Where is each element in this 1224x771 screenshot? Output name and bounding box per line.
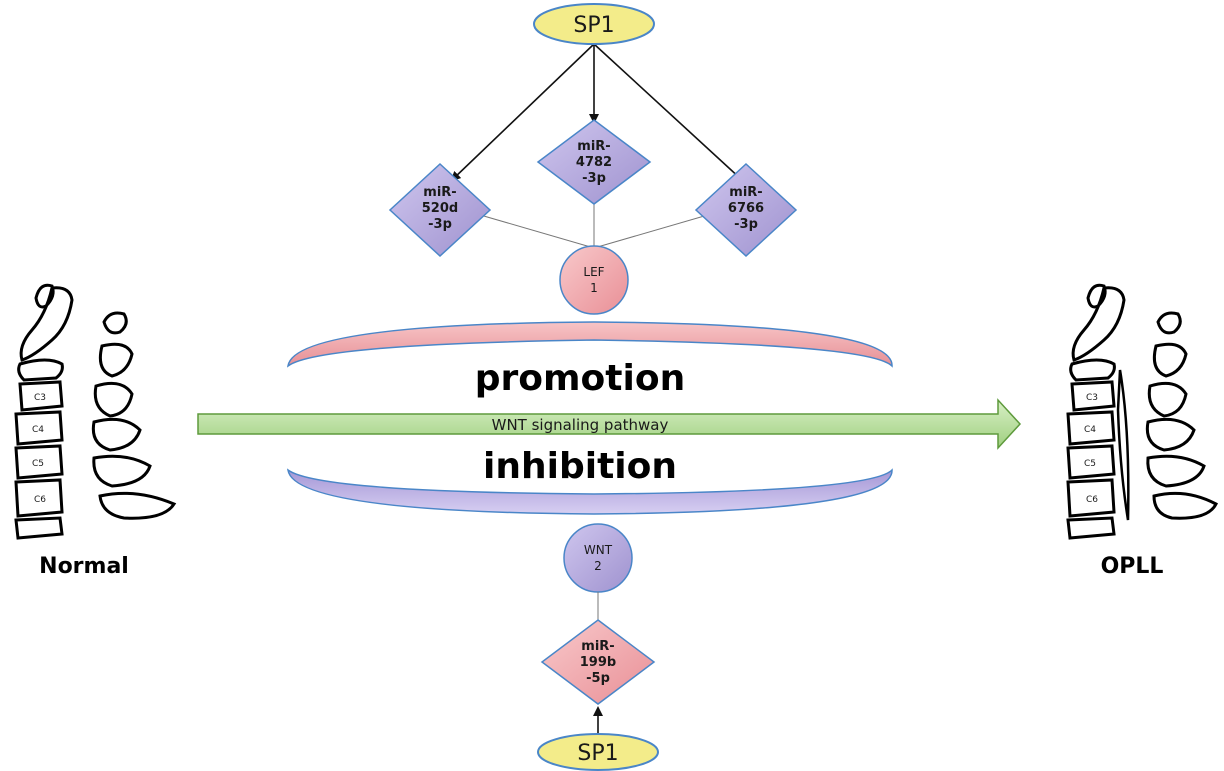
normal-vertebra-c6: C6	[34, 495, 46, 505]
mirna-diamond-199b: miR- 199b -5p	[540, 619, 656, 705]
promotion-arc	[286, 321, 893, 368]
normal-vertebra-c3: C3	[34, 393, 46, 403]
link-mir6766-lef1	[593, 211, 719, 249]
inhibition-label: inhibition	[483, 446, 677, 487]
opll-vertebra-c4: C4	[1084, 425, 1096, 435]
sp1-bottom-node: SP1	[537, 733, 659, 771]
normal-caption: Normal	[39, 554, 129, 579]
link-mir520d-lef1	[469, 211, 595, 249]
mirna-4782-line3: -3p	[582, 171, 606, 186]
opll-vertebra-c6: C6	[1086, 495, 1098, 505]
mirna-520d-line1: miR-	[423, 185, 456, 200]
sp1-bottom-label: SP1	[577, 741, 618, 766]
mirna-520d-line3: -3p	[428, 217, 452, 232]
opll-spine-vertebra-labels: C3 C4 C5 C6	[1084, 393, 1098, 505]
mirna-6766-line3: -3p	[734, 217, 758, 232]
lef1-line1: LEF	[583, 265, 604, 279]
mirna-diamond-6766: miR- 6766 -3p	[694, 162, 798, 258]
mirna-diamond-520d: miR- 520d -3p	[388, 162, 492, 258]
opll-vertebra-c3: C3	[1086, 393, 1098, 403]
wnt2-node: WNT 2	[563, 523, 633, 593]
mirna-6766-line1: miR-	[729, 185, 762, 200]
mirna-6766-line2: 6766	[728, 201, 764, 216]
mirna-199b-line1: miR-	[581, 639, 614, 654]
mirna-diamond-4782: miR- 4782 -3p	[536, 119, 652, 205]
normal-vertebra-c4: C4	[32, 425, 44, 435]
mirna-199b-line3: -5p	[586, 671, 610, 686]
opll-caption: OPLL	[1101, 554, 1164, 579]
lef1-node: LEF 1	[559, 245, 629, 315]
wnt-pathway-label: WNT signaling pathway	[492, 416, 669, 434]
arrow-sp1-to-mir520d	[450, 43, 595, 182]
opll-vertebra-c5: C5	[1084, 459, 1096, 469]
normal-spine-illustration	[14, 283, 177, 540]
sp1-top-node: SP1	[533, 3, 655, 45]
wnt2-line1: WNT	[584, 543, 613, 557]
promotion-label: promotion	[475, 358, 685, 399]
mirna-520d-line2: 520d	[422, 201, 458, 216]
mirna-4782-line2: 4782	[576, 155, 612, 170]
opll-spine-illustration	[1066, 283, 1218, 540]
arrow-sp1-to-mir6766	[593, 43, 744, 182]
mirna-4782-line1: miR-	[577, 139, 610, 154]
normal-spine-vertebra-labels: C3 C4 C5 C6	[32, 393, 46, 505]
inhibition-arc	[286, 468, 893, 515]
sp1-top-label: SP1	[573, 13, 614, 38]
wnt-pathway-arrow: WNT signaling pathway	[197, 398, 1022, 450]
wnt2-line2: 2	[594, 559, 602, 573]
lef1-line2: 1	[590, 281, 598, 295]
normal-vertebra-c5: C5	[32, 459, 44, 469]
mirna-199b-line2: 199b	[580, 655, 616, 670]
